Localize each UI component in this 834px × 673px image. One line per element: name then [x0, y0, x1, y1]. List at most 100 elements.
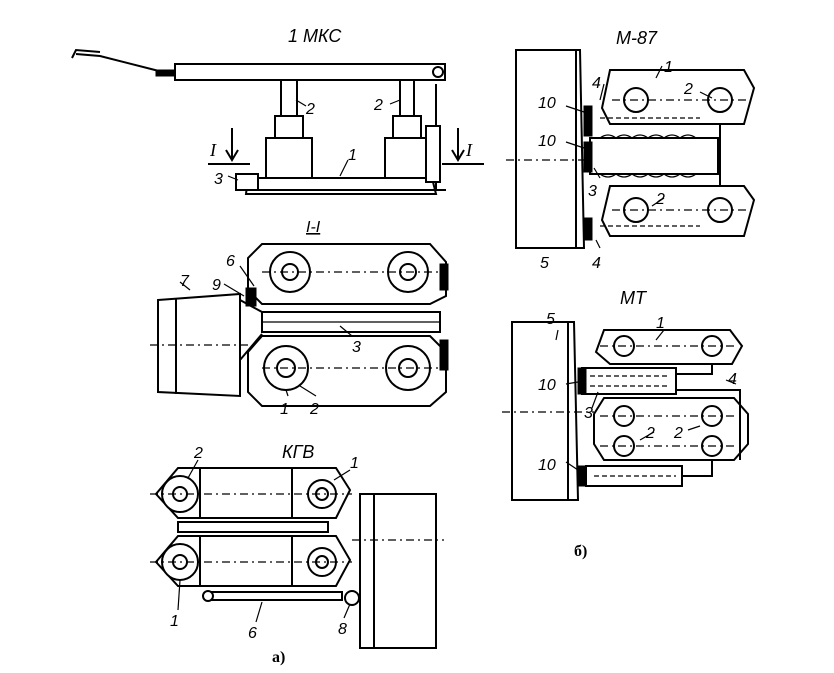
leader — [593, 167, 601, 179]
title-m87: М-87 — [616, 28, 658, 48]
callout-2: 2 — [673, 425, 683, 442]
coupler-buffer-5 — [515, 49, 586, 249]
cylinder-3 — [581, 367, 677, 395]
callout-3: 3 — [352, 339, 361, 356]
hook-upper — [439, 263, 449, 291]
callout-3: 3 — [588, 183, 597, 200]
leader — [555, 329, 559, 341]
rod-collar-left — [274, 115, 304, 139]
section-mark-right: I — [465, 140, 473, 160]
callout-10: 10 — [538, 377, 556, 394]
callout-5: 5 — [540, 255, 549, 272]
leader — [223, 283, 245, 297]
arm-joint — [199, 536, 293, 586]
callout-2: 2 — [193, 445, 203, 462]
leader — [687, 425, 701, 431]
beam-pin — [432, 66, 444, 78]
callout-7: 7 — [180, 273, 190, 290]
callout-4: 4 — [592, 75, 601, 92]
leader — [655, 65, 663, 79]
beam-hinge — [155, 69, 175, 77]
callout-1: 1 — [656, 315, 665, 332]
leader — [339, 325, 353, 337]
cylinder-left — [265, 137, 313, 179]
latch-3 — [235, 173, 259, 191]
section-arrow-left — [225, 128, 239, 162]
callout-6: 6 — [248, 625, 257, 642]
leader — [343, 603, 351, 619]
cylinder-upper — [177, 521, 329, 533]
callout-10: 10 — [538, 457, 556, 474]
leader — [725, 379, 737, 385]
lifting-beam — [174, 63, 446, 81]
leader — [179, 281, 191, 291]
cylinder-bellows — [599, 134, 697, 139]
leader — [339, 159, 349, 177]
coupler-buffer-7 — [359, 493, 437, 649]
callout-2: 2 — [309, 401, 319, 418]
centerline — [262, 271, 440, 369]
view-mks-section: I-I 7 9 6 3 1 — [150, 219, 449, 418]
cylinder-bellows — [599, 173, 697, 178]
block-10 — [577, 465, 587, 487]
leader — [285, 389, 289, 397]
callout-10: 10 — [538, 133, 556, 150]
piston-rod-left — [280, 79, 298, 117]
callout-1: 1 — [348, 147, 357, 164]
callout-1: 1 — [664, 59, 673, 76]
callout-2: 2 — [683, 81, 693, 98]
view-kgv: КГВ 2 1 1 6 8 а) — [150, 442, 444, 666]
view-mt: МТ 1 5 4 10 — [502, 288, 749, 560]
block-10 — [583, 141, 593, 173]
callout-5: 5 — [546, 311, 555, 328]
block-10 — [577, 367, 587, 395]
sub-label-b: б) — [574, 543, 587, 560]
rod-collar-right — [392, 115, 422, 139]
leader — [255, 601, 263, 623]
leader — [595, 239, 601, 249]
leader — [333, 469, 351, 481]
leader — [655, 329, 665, 341]
section-mark-left: I — [209, 140, 217, 160]
section-title: I-I — [306, 219, 321, 236]
hook-8 — [344, 590, 360, 606]
leader — [227, 175, 239, 181]
leader — [639, 431, 655, 441]
callout-6: 6 — [226, 253, 235, 270]
coupler-buffer-5 — [511, 321, 580, 501]
lock-bracket — [425, 125, 441, 183]
piston-rod-right — [399, 79, 415, 117]
callout-3: 3 — [584, 405, 593, 422]
leader — [187, 459, 199, 479]
callout-3: 3 — [214, 171, 223, 188]
callout-1: 1 — [350, 455, 359, 472]
callout-2: 2 — [373, 97, 383, 114]
callout-10: 10 — [538, 95, 556, 112]
title-kgv: КГВ — [282, 442, 314, 462]
leader — [591, 391, 599, 409]
centerline — [600, 345, 738, 447]
hydraulic-lines-4 — [676, 364, 741, 477]
callout-4: 4 — [728, 371, 737, 388]
leader — [699, 91, 713, 99]
leader — [565, 461, 579, 471]
leader — [651, 197, 665, 207]
hook-lower — [439, 339, 449, 371]
title-mt: МТ — [620, 288, 648, 308]
callout-9: 9 — [212, 277, 221, 294]
hidden-line — [590, 375, 670, 387]
leader — [295, 99, 307, 107]
title-mks: 1 МКС — [288, 26, 342, 46]
leader — [177, 579, 181, 611]
base-frame — [244, 177, 438, 195]
cylinder-3 — [589, 137, 719, 175]
leader — [565, 105, 585, 113]
arm-joint — [199, 468, 293, 518]
sub-label-a: а) — [272, 649, 285, 666]
callout-2: 2 — [305, 101, 315, 118]
view-m87: М-87 1 2 2 4 10 — [506, 28, 756, 272]
leader — [239, 265, 255, 287]
rod-6 — [207, 591, 343, 601]
